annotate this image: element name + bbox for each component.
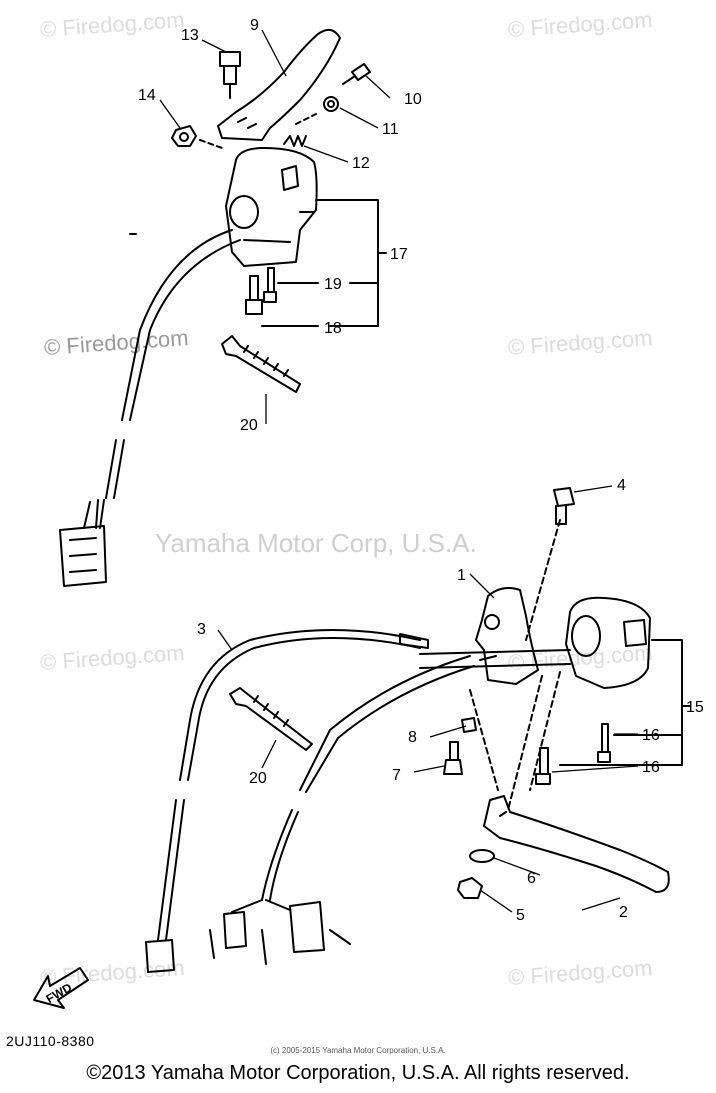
callout-9: 9 <box>250 17 259 34</box>
handlebar <box>419 649 571 669</box>
washer-6 <box>469 849 495 863</box>
wire-harness-top <box>105 229 233 499</box>
callout-20b: 20 <box>249 770 267 787</box>
control-cable <box>157 629 421 941</box>
screw-16b <box>535 747 551 785</box>
callout-7: 7 <box>392 767 401 784</box>
callout-3: 3 <box>197 621 206 638</box>
spring-12 <box>283 135 307 147</box>
small-copyright: (c) 2005-2015 Yamaha Motor Corporation, … <box>270 1046 446 1055</box>
callout-16a: 16 <box>642 727 660 744</box>
bolt-13 <box>219 51 241 99</box>
callout-14: 14 <box>138 87 156 104</box>
cable-tie-top <box>221 335 301 393</box>
screw-18 <box>245 275 263 315</box>
callout-17: 17 <box>390 246 408 263</box>
callout-13: 13 <box>181 27 199 44</box>
diagram-reference: 2UJ110-8380 <box>6 1033 95 1049</box>
nut-5 <box>457 877 483 899</box>
callout-10: 10 <box>404 91 422 108</box>
callout-1: 1 <box>457 567 466 584</box>
nut-8 <box>461 717 477 733</box>
brake-lever <box>483 795 670 893</box>
callout-20a: 20 <box>240 417 258 434</box>
screw-10 <box>342 63 371 85</box>
connector-bottom-c <box>223 911 247 949</box>
callout-19: 19 <box>324 276 342 293</box>
fwd-arrow <box>33 967 89 1009</box>
screw-19 <box>263 267 277 303</box>
footer-copyright: ©2013 Yamaha Motor Corporation, U.S.A. A… <box>86 1062 630 1084</box>
callout-12: 12 <box>352 155 370 172</box>
callout-18: 18 <box>324 320 342 337</box>
cable-tie-bottom <box>229 687 313 751</box>
callout-4: 4 <box>617 477 626 494</box>
center-watermark: Yamaha Motor Corp, U.S.A. <box>155 528 477 558</box>
connector-bottom-a <box>145 939 175 973</box>
callout-6: 6 <box>527 870 536 887</box>
wire-harness-bottom <box>261 655 471 901</box>
callout-16b: 16 <box>642 759 660 776</box>
switch-housing-top <box>225 147 318 267</box>
screw-16a <box>597 723 611 763</box>
callout-8: 8 <box>408 729 417 746</box>
bolt-4 <box>553 487 575 525</box>
nut-14 <box>171 125 197 147</box>
nut-11 <box>323 96 339 112</box>
callout-5: 5 <box>516 907 525 924</box>
screw-7 <box>443 741 463 775</box>
switch-housing-bottom <box>565 596 651 689</box>
clutch-perch <box>475 587 539 685</box>
callout-15: 15 <box>686 699 704 716</box>
callout-2: 2 <box>619 904 628 921</box>
callout-11: 11 <box>382 121 399 138</box>
connector-bottom-b <box>289 901 325 953</box>
connector-top <box>59 525 107 587</box>
